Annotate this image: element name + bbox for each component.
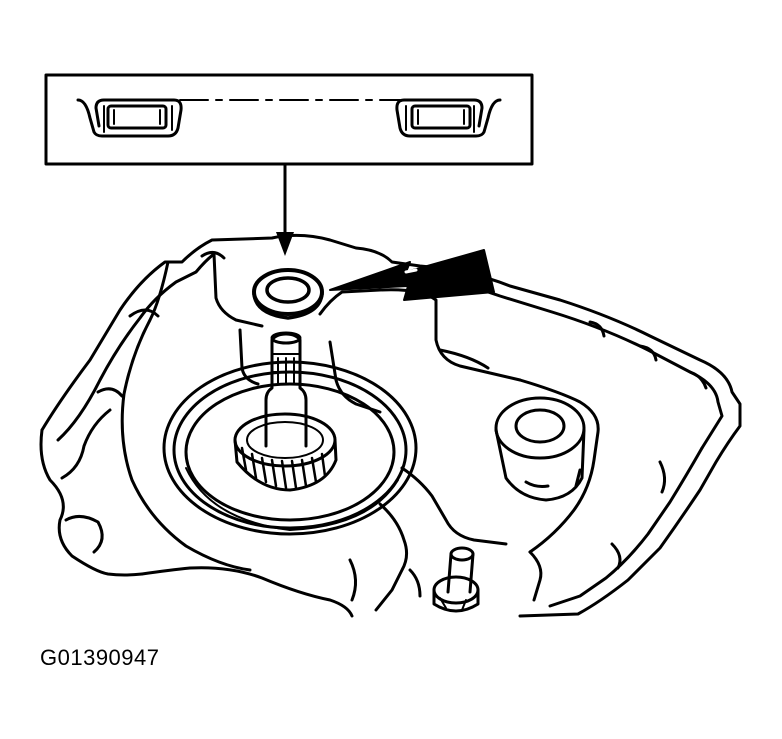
callout-frame [44,73,534,166]
bolt [432,546,480,613]
seal-section-right [395,98,502,138]
oil-seal [252,268,324,320]
seal-cross-section-callout [44,73,534,166]
figure-id-label: G01390947 [40,645,160,670]
arrow-down-icon [276,162,294,256]
case-boss [494,396,586,502]
input-shaft [264,331,308,448]
arrow-left-icon [329,249,495,301]
seal-section-left [76,98,183,138]
ring-housing [162,360,418,536]
transaxle-case [39,233,742,618]
gear [233,412,338,492]
